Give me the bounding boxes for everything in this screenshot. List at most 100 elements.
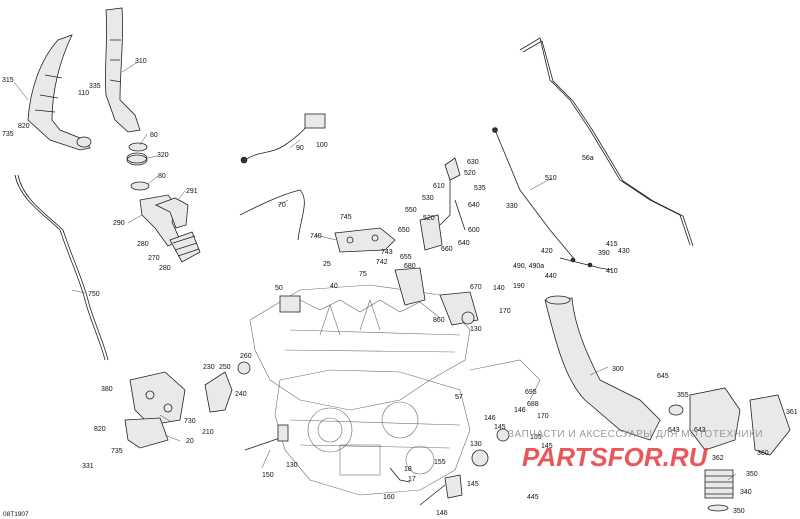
callout-170b: 170 bbox=[537, 413, 549, 420]
callout-145: 145 bbox=[494, 424, 506, 431]
callout-630: 630 bbox=[467, 159, 479, 166]
cover-50 bbox=[279, 295, 301, 313]
callout-80: 80 bbox=[150, 132, 158, 139]
callout-330: 330 bbox=[506, 203, 518, 210]
callout-643: 643 bbox=[668, 427, 680, 434]
callout-361: 361 bbox=[786, 409, 798, 416]
callout-80b: 80 bbox=[158, 173, 166, 180]
callout-510: 510 bbox=[545, 175, 557, 182]
callout-190: 190 bbox=[513, 283, 525, 290]
callout-750: 750 bbox=[88, 291, 100, 298]
callout-130: 130 bbox=[470, 326, 482, 333]
mount-bracket-20 bbox=[124, 417, 169, 449]
callout-350: 350 bbox=[746, 471, 758, 478]
callout-50: 50 bbox=[275, 285, 283, 292]
callout-640: 640 bbox=[468, 202, 480, 209]
callout-735b: 735 bbox=[111, 448, 123, 455]
callout-660: 660 bbox=[441, 246, 453, 253]
watermark-logo: PARTSFOR.RU bbox=[522, 442, 709, 472]
callout-680: 680 bbox=[404, 263, 416, 270]
callout-labels: 315 110 335 310 820 735 80 320 80 291 29… bbox=[2, 58, 798, 517]
callout-820b: 820 bbox=[94, 426, 106, 433]
callout-170: 170 bbox=[499, 308, 511, 315]
callout-730: 730 bbox=[184, 418, 196, 425]
callout-25: 25 bbox=[323, 261, 331, 268]
cable-70 bbox=[239, 189, 305, 241]
hose-18 bbox=[389, 467, 411, 483]
callout-331: 331 bbox=[82, 463, 94, 470]
duct-300 bbox=[544, 295, 661, 441]
callout-100: 100 bbox=[316, 142, 328, 149]
mount-240 bbox=[204, 361, 251, 413]
callout-20: 20 bbox=[186, 438, 194, 445]
callout-820: 820 bbox=[18, 123, 30, 130]
callout-155: 155 bbox=[434, 459, 446, 466]
callout-291: 291 bbox=[186, 188, 198, 195]
callout-390: 390 bbox=[598, 250, 610, 257]
callout-335: 335 bbox=[89, 83, 101, 90]
callout-670: 670 bbox=[470, 284, 482, 291]
callout-360: 360 bbox=[757, 450, 769, 457]
callout-146b: 146 bbox=[484, 415, 496, 422]
callout-210: 210 bbox=[202, 429, 214, 436]
callout-150: 150 bbox=[262, 472, 274, 479]
bolt-150 bbox=[419, 474, 463, 506]
callout-260: 260 bbox=[240, 353, 252, 360]
callout-17: 17 bbox=[408, 476, 416, 483]
callout-530: 530 bbox=[422, 195, 434, 202]
callout-280: 280 bbox=[137, 241, 149, 248]
callout-600: 600 bbox=[468, 227, 480, 234]
watermark-text: ЗАПЧАСТИ И АКСЕССУАРЫ ДЛЯ МОТОТЕХНИКИ bbox=[508, 429, 763, 440]
callout-160: 160 bbox=[383, 494, 395, 501]
callout-320: 320 bbox=[157, 152, 169, 159]
bracket-680 bbox=[394, 267, 426, 306]
callout-57: 57 bbox=[455, 394, 463, 401]
callout-146: 146 bbox=[514, 407, 526, 414]
callout-280b: 280 bbox=[159, 265, 171, 272]
callout-110: 110 bbox=[78, 90, 89, 97]
callout-165: 165 bbox=[530, 434, 542, 441]
callout-230: 230 bbox=[203, 364, 215, 371]
callout-743: 743 bbox=[381, 249, 393, 256]
mount-bracket-730 bbox=[129, 371, 186, 426]
callout-410: 410 bbox=[606, 268, 618, 275]
actuator-860 bbox=[439, 291, 479, 326]
intake-duct-310 bbox=[105, 7, 141, 133]
callout-655: 655 bbox=[400, 254, 412, 261]
callout-520b: 520 bbox=[423, 215, 435, 222]
callout-610: 610 bbox=[433, 183, 445, 190]
callout-315: 315 bbox=[2, 77, 14, 84]
callout-362: 362 bbox=[712, 455, 724, 462]
callout-145b: 145 bbox=[541, 443, 553, 450]
callout-420: 420 bbox=[541, 248, 553, 255]
callout-535: 535 bbox=[474, 185, 486, 192]
callout-490: 490, 490a bbox=[513, 263, 544, 270]
callout-270: 270 bbox=[148, 255, 160, 262]
engine-block-drawing bbox=[249, 284, 541, 496]
callout-440: 440 bbox=[545, 273, 557, 280]
callout-650: 650 bbox=[398, 227, 410, 234]
callout-640b: 640 bbox=[458, 240, 470, 247]
callout-550: 550 bbox=[405, 207, 417, 214]
callout-250: 250 bbox=[219, 364, 231, 371]
rod-510 bbox=[492, 127, 576, 261]
callout-140: 140 bbox=[493, 285, 505, 292]
callout-18: 18 bbox=[404, 466, 412, 473]
duct-290-291 bbox=[139, 194, 201, 263]
callout-130b: 130 bbox=[286, 462, 298, 469]
callout-745: 745 bbox=[340, 214, 352, 221]
callout-380: 380 bbox=[101, 386, 113, 393]
callout-145c: 145 bbox=[467, 481, 479, 488]
housing-643 bbox=[689, 387, 791, 456]
pipe-56a bbox=[519, 37, 694, 247]
callout-688: 688 bbox=[527, 401, 539, 408]
pipe-750 bbox=[14, 174, 109, 361]
callout-860: 860 bbox=[433, 317, 445, 324]
callout-300: 300 bbox=[612, 366, 624, 373]
callout-740: 740 bbox=[310, 233, 322, 240]
callout-56a: 56a bbox=[582, 155, 594, 162]
callout-643b: 643 bbox=[694, 427, 706, 434]
filter-340 bbox=[704, 469, 734, 512]
callout-240: 240 bbox=[235, 391, 247, 398]
